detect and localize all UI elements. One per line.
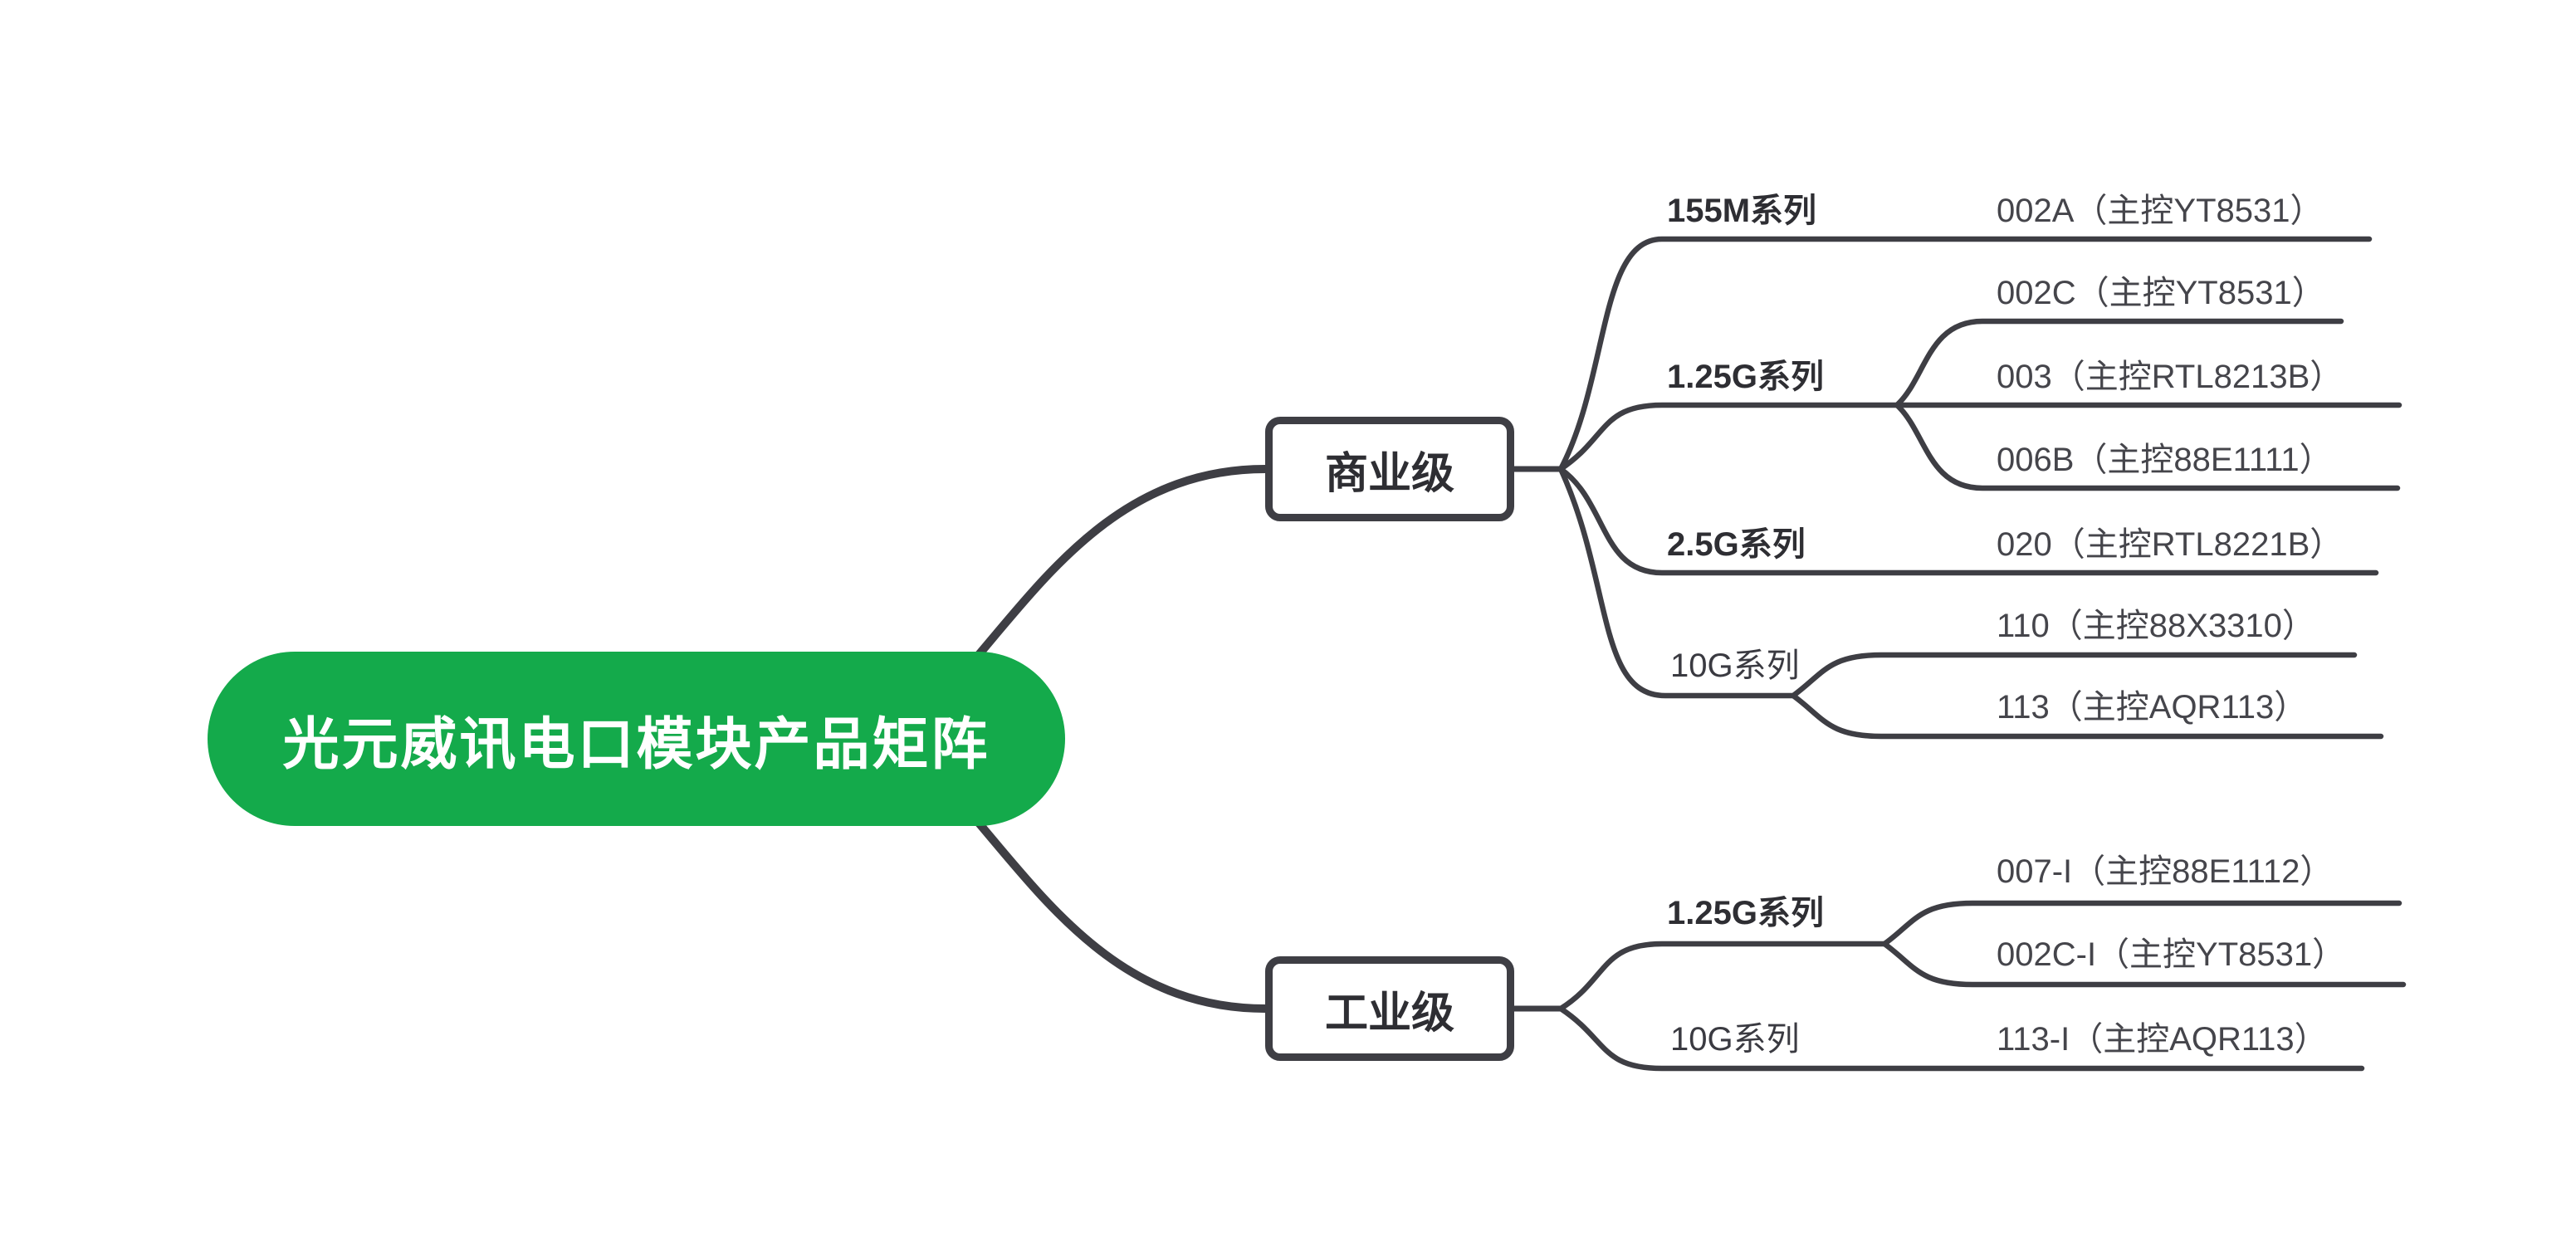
commercial-branch-lines — [1557, 236, 2402, 740]
branch-industrial-label: 工业级 — [1324, 989, 1454, 1038]
industrial-branch-lines — [1557, 900, 2407, 1072]
series-node-ind-10g[interactable]: 10G系列 — [1670, 1021, 1800, 1058]
product-node-002a[interactable]: 002A（主控YT8531） — [1997, 193, 2324, 229]
product-node-113i[interactable]: 113-I（主控AQR113） — [1997, 1021, 2328, 1058]
product-node-007i[interactable]: 007-I（主控88E1112） — [1997, 853, 2334, 890]
product-node-020[interactable]: 020（主控RTL8221B） — [1997, 526, 2344, 563]
series-node-2-5g[interactable]: 2.5G系列 — [1667, 526, 1806, 563]
product-node-110[interactable]: 110（主控88X3310） — [1997, 608, 2315, 644]
product-node-002ci[interactable]: 002C-I（主控YT8531） — [1997, 936, 2346, 973]
branch-commercial-label: 商业级 — [1324, 449, 1454, 498]
branch-stubs — [1511, 466, 1564, 1012]
product-node-002c[interactable]: 002C（主控YT8531） — [1997, 275, 2325, 311]
branch-node-commercial[interactable]: 商业级 — [1265, 417, 1514, 521]
root-node-label: 光元威讯电口模块产品矩阵 — [282, 712, 990, 776]
series-node-155m[interactable]: 155M系列 — [1667, 193, 1817, 229]
series-node-10g[interactable]: 10G系列 — [1670, 647, 1800, 684]
root-node[interactable]: 光元威讯电口模块产品矩阵 — [208, 652, 1065, 826]
product-node-003[interactable]: 003（主控RTL8213B） — [1997, 359, 2344, 395]
series-node-1-25g[interactable]: 1.25G系列 — [1667, 359, 1824, 395]
product-node-006b[interactable]: 006B（主控88E1111） — [1997, 442, 2333, 478]
series-node-ind-1-25g[interactable]: 1.25G系列 — [1667, 895, 1824, 931]
product-node-113[interactable]: 113（主控AQR113） — [1997, 689, 2308, 726]
branch-node-industrial[interactable]: 工业级 — [1265, 956, 1514, 1061]
